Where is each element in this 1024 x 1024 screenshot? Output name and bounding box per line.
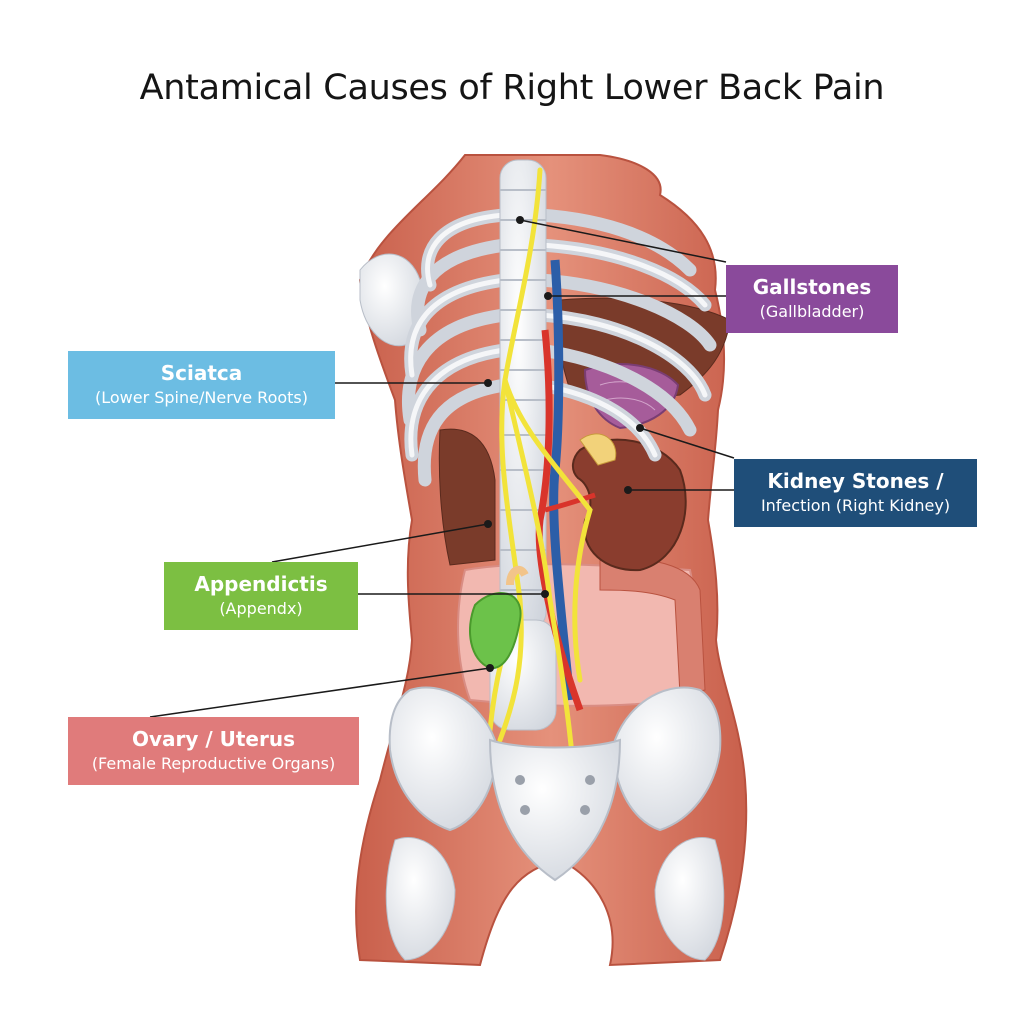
label-appendicitis-subtitle: (Appendx) [219, 599, 303, 618]
label-gallstones-subtitle: (Gallbladder) [759, 302, 865, 321]
label-appendicitis: Appendictis (Appendx) [164, 562, 358, 630]
label-sciatica-title: Sciatca [160, 361, 243, 385]
label-appendicitis-title: Appendictis [194, 572, 328, 596]
label-gallstones-title: Gallstones [752, 275, 872, 299]
label-ovary-subtitle: (Female Reproductive Organs) [91, 754, 336, 773]
label-kidney: Kidney Stones / Infection (Right Kidney) [734, 459, 977, 527]
label-ovary: Ovary / Uterus (Female Reproductive Orga… [68, 717, 359, 785]
leader-dots [484, 216, 644, 672]
label-ovary-title: Ovary / Uterus [131, 727, 296, 751]
label-sciatica: Sciatca (Lower Spine/Nerve Roots) [68, 351, 335, 419]
diagram-title: Antamical Causes of Right Lower Back Pai… [139, 68, 885, 108]
liver-left-lobe [438, 428, 496, 566]
leader-lines [149, 219, 735, 718]
pelvis [385, 686, 725, 961]
kidney-left [579, 433, 617, 466]
label-sciatica-subtitle: (Lower Spine/Nerve Roots) [94, 388, 308, 407]
label-kidney-title: Kidney Stones / [767, 469, 944, 493]
label-kidney-subtitle: Infection (Right Kidney) [760, 496, 951, 515]
label-gallstones: Gallstones (Gallbladder) [726, 265, 898, 333]
aorta [549, 259, 575, 701]
